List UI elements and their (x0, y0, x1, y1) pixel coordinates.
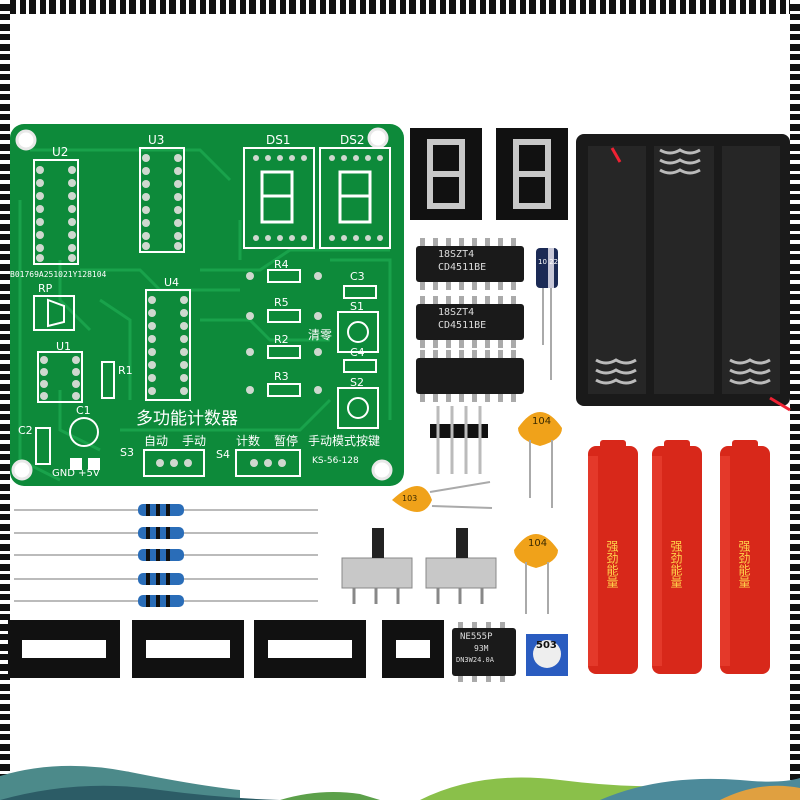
trimmer-potentiometer (526, 634, 568, 676)
battery-2-label: 强劲能量 (669, 540, 683, 588)
serial-number: B01769A251021Y128104 (10, 270, 107, 279)
ic-socket-3 (254, 620, 366, 678)
pcb-title: 多功能计数器 (136, 409, 238, 429)
label-gnd-5v: GND +5V (52, 468, 100, 479)
cap-103-label: 103 (402, 494, 418, 503)
label-r3: R3 (274, 370, 289, 383)
trimmer-label: 503 (536, 640, 557, 651)
ceramic-capacitor-103 (392, 481, 493, 512)
label-ds2: DS2 (340, 133, 365, 147)
chip2-line1: 18SZT4 (438, 307, 475, 318)
label-r1: R1 (118, 364, 133, 377)
decorative-border-right (790, 0, 800, 800)
resistor-set (14, 504, 318, 607)
ne555-line3: DN3W24.0A (456, 656, 494, 664)
ceramic-capacitor-104-top (518, 412, 562, 508)
battery-3-label: 强劲能量 (737, 540, 751, 588)
label-clear: 清零 (308, 328, 333, 342)
label-s4: S4 (216, 448, 230, 461)
label-s2: S2 (350, 376, 364, 389)
ne555-chip (452, 622, 516, 682)
electrolytic-capacitor (536, 248, 558, 380)
chip2-line2: CD4511BE (438, 320, 487, 331)
label-u3: U3 (148, 133, 165, 147)
label-model: KS-56-128 (312, 456, 359, 466)
ic-socket-4 (382, 620, 444, 678)
decorative-wave-footer (0, 765, 800, 800)
label-u1: U1 (56, 340, 72, 353)
ic-chip-3 (416, 350, 524, 402)
label-c2: C2 (18, 424, 33, 437)
pin-header (430, 406, 488, 474)
label-r5: R5 (274, 296, 289, 309)
battery-2 (652, 440, 702, 674)
battery-holder (576, 134, 791, 412)
ceramic-capacitor-104-bottom (514, 534, 558, 614)
cap-104-bottom-label: 104 (528, 538, 548, 549)
seven-segment-display-2 (496, 128, 568, 220)
label-manual: 手动 (182, 434, 207, 448)
label-count: 计数 (236, 434, 261, 448)
label-auto: 自动 (144, 434, 169, 448)
slide-switch-2 (425, 528, 497, 604)
battery-1 (588, 440, 638, 674)
slide-switch-1 (341, 528, 413, 604)
decorative-border-top (0, 0, 800, 14)
label-u4: U4 (164, 276, 180, 289)
label-c1: C1 (76, 404, 91, 417)
label-s1: S1 (350, 300, 364, 313)
cd4511-chip-1 (416, 238, 524, 290)
pcb-board (10, 124, 404, 486)
seven-segment-display-1 (410, 128, 482, 220)
cd4511-chip-2 (416, 296, 524, 348)
battery-1-label: 强劲能量 (605, 540, 619, 588)
elec-cap-label: 10 22 (538, 258, 559, 266)
ic-socket-2 (132, 620, 244, 678)
battery-3 (720, 440, 770, 674)
label-ds1: DS1 (266, 133, 291, 147)
chip1-line2: CD4511BE (438, 262, 487, 273)
decorative-border-left (0, 0, 10, 800)
label-r4: R4 (274, 258, 289, 271)
ic-socket-1 (8, 620, 120, 678)
label-c3: C3 (350, 270, 365, 283)
label-s3: S3 (120, 446, 134, 459)
label-rp: RP (38, 282, 53, 295)
label-u2: U2 (52, 145, 69, 159)
label-mode-key: 手动模式按键 (308, 434, 381, 448)
ne555-line2: 93M (474, 644, 489, 653)
cap-104-top-label: 104 (532, 416, 552, 427)
label-r2: R2 (274, 333, 289, 346)
chip1-line1: 18SZT4 (438, 249, 475, 260)
label-c4: C4 (350, 346, 365, 359)
ne555-line1: NE555P (460, 632, 493, 642)
label-pause: 暂停 (274, 434, 299, 448)
